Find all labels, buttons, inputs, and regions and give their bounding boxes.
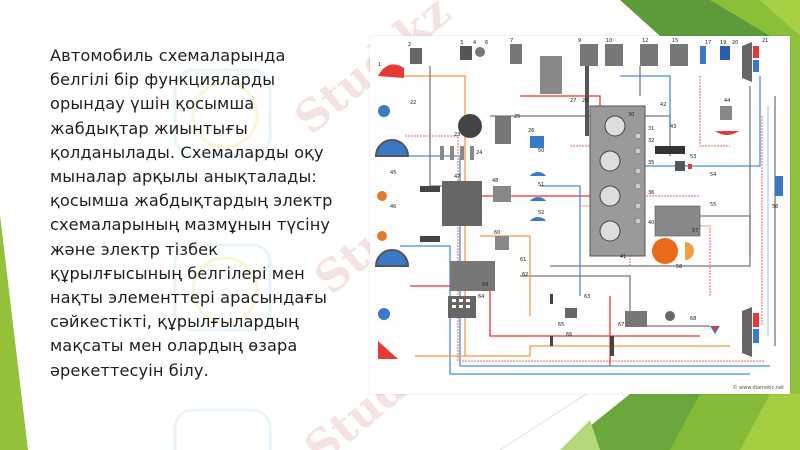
svg-text:54: 54 — [710, 172, 716, 178]
svg-text:43: 43 — [670, 124, 676, 130]
svg-text:7: 7 — [510, 38, 513, 44]
svg-text:61: 61 — [520, 257, 526, 263]
svg-text:9: 9 — [578, 38, 581, 44]
svg-text:50: 50 — [538, 148, 544, 154]
svg-text:48: 48 — [492, 178, 498, 184]
svg-text:41: 41 — [620, 254, 626, 260]
svg-text:10: 10 — [606, 38, 612, 44]
svg-text:1: 1 — [378, 62, 381, 68]
svg-text:67: 67 — [618, 322, 624, 328]
svg-text:46: 46 — [390, 204, 396, 210]
svg-text:6: 6 — [485, 40, 488, 46]
svg-text:28: 28 — [582, 98, 588, 104]
body-line: сәйкестікті, құрылғылардың — [50, 312, 299, 332]
svg-text:62: 62 — [522, 272, 528, 278]
svg-text:12: 12 — [642, 38, 648, 44]
body-line: белгілі бір функцияларды — [50, 70, 276, 90]
svg-text:44: 44 — [724, 98, 730, 104]
body-line: орындау үшін қосымша — [50, 94, 255, 114]
svg-text:22: 22 — [410, 100, 416, 106]
svg-text:59: 59 — [482, 282, 488, 288]
svg-text:2: 2 — [408, 42, 411, 48]
body-line: мыналар арқылы анықталады: — [50, 167, 317, 187]
body-line: құрылғысының белгілері мен — [50, 263, 305, 283]
starter-icon — [450, 261, 495, 291]
svg-text:53: 53 — [690, 154, 696, 160]
svg-text:57: 57 — [692, 228, 698, 234]
body-line: әрекеттесуін білу. — [50, 360, 209, 380]
svg-text:52: 52 — [538, 210, 544, 216]
svg-text:25: 25 — [514, 114, 520, 120]
svg-text:64: 64 — [478, 294, 484, 300]
body-line: Автомобиль схемаларында — [50, 46, 286, 65]
svg-text:58: 58 — [676, 264, 682, 270]
svg-text:42: 42 — [660, 102, 666, 108]
svg-text:17: 17 — [705, 40, 711, 46]
body-line: мақсаты мен олардың өзара — [50, 336, 298, 356]
body-line: қосымша жабдықтардың электр — [50, 191, 333, 211]
svg-text:32: 32 — [648, 138, 654, 144]
body-line: және электр тізбек — [50, 239, 219, 259]
svg-text:26: 26 — [528, 128, 534, 134]
svg-text:30: 30 — [628, 112, 634, 118]
svg-text:45: 45 — [390, 170, 396, 176]
svg-text:65: 65 — [558, 322, 564, 328]
svg-text:63: 63 — [584, 294, 590, 300]
body-line: схемаларының мазмұнын түсіну — [50, 215, 331, 235]
svg-text:24: 24 — [476, 150, 482, 156]
svg-text:27: 27 — [570, 98, 576, 104]
generator-icon — [442, 181, 482, 226]
svg-text:66: 66 — [566, 332, 572, 338]
svg-text:19: 19 — [720, 40, 726, 46]
svg-text:40: 40 — [648, 220, 654, 226]
svg-text:47: 47 — [454, 174, 460, 180]
svg-text:51: 51 — [538, 182, 544, 188]
svg-text:35: 35 — [648, 160, 654, 166]
svg-text:60: 60 — [494, 230, 500, 236]
svg-text:55: 55 — [710, 202, 716, 208]
svg-text:36: 36 — [648, 190, 654, 196]
svg-text:3: 3 — [460, 40, 463, 46]
slide-body-text: Автомобиль схемаларында белгілі бір функ… — [50, 44, 360, 383]
svg-text:56: 56 — [772, 204, 778, 210]
headlamp-icon — [378, 64, 404, 78]
body-line: қолданылады. Схемаларды оқу — [50, 142, 324, 162]
svg-text:31: 31 — [648, 126, 654, 132]
svg-text:21: 21 — [762, 38, 768, 44]
svg-text:23: 23 — [454, 132, 460, 138]
body-line: жабдықтар жиынтығы — [50, 118, 248, 138]
svg-text:4: 4 — [473, 40, 476, 46]
svg-text:20: 20 — [732, 40, 738, 46]
body-line: нақты элементтері арасындағы — [50, 288, 327, 308]
diagram-credit: © www.diamotic.net — [732, 385, 784, 391]
svg-text:68: 68 — [690, 316, 696, 322]
svg-text:15: 15 — [672, 38, 678, 44]
